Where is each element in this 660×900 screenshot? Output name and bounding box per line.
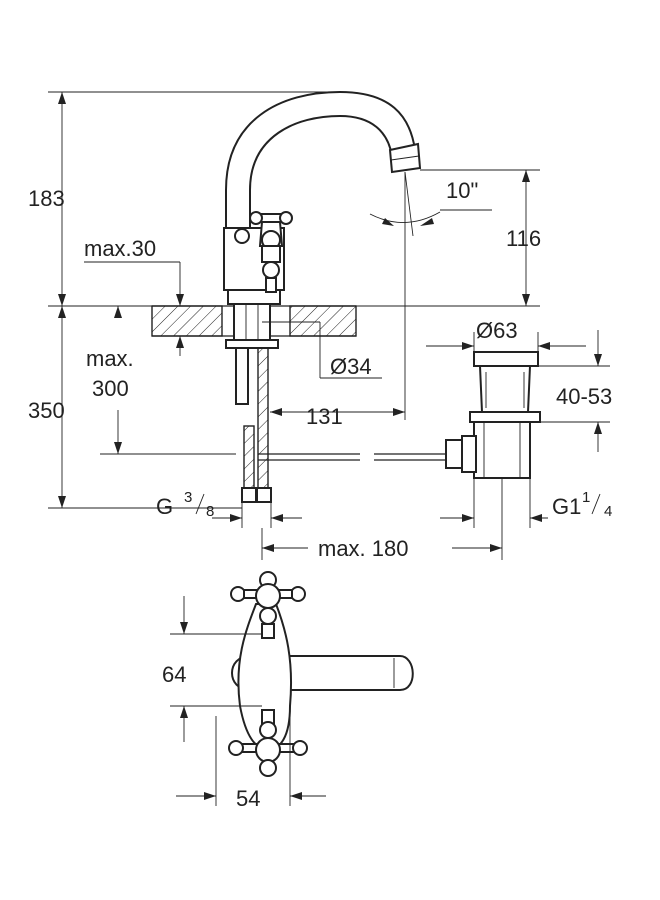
waste-ring bbox=[469, 411, 541, 423]
dim-total-height: 183 bbox=[28, 186, 65, 211]
dim-spout-angle: 10" bbox=[446, 178, 478, 203]
waste-thread-den: 4 bbox=[604, 503, 612, 520]
dim-waste-range: 40-53 bbox=[556, 384, 612, 409]
dim-body-width: 54 bbox=[236, 786, 260, 811]
dim-max-deck: max.30 bbox=[84, 236, 156, 261]
dim-max-waste-offset: max. 180 bbox=[318, 536, 409, 561]
faucet-side-view bbox=[151, 90, 446, 503]
waste-flange bbox=[473, 351, 539, 367]
dim-spout-height: 116 bbox=[506, 226, 541, 251]
dim-handle-spacing: 64 bbox=[162, 662, 186, 687]
waste-body bbox=[478, 365, 532, 413]
inlet-thread-prefix: G bbox=[156, 494, 173, 519]
top-view-dimensions bbox=[170, 596, 326, 806]
waste-thread-prefix: G1 bbox=[552, 494, 581, 519]
faucet-top-view bbox=[228, 571, 414, 777]
dim-inlet-thread: G 3 8 bbox=[156, 489, 214, 520]
lower-handle-top bbox=[228, 709, 308, 777]
dim-below-max-line2: 300 bbox=[92, 376, 129, 401]
inlet-thread-den: 8 bbox=[206, 503, 214, 520]
waste-tail bbox=[473, 421, 531, 479]
spout-gooseneck bbox=[225, 90, 417, 229]
fixing-nut bbox=[225, 339, 279, 349]
inlet-thread-num: 3 bbox=[184, 489, 192, 506]
dim-below-max-line1: max. bbox=[86, 346, 134, 371]
dim-below-total: 350 bbox=[28, 398, 65, 423]
waste-assembly bbox=[445, 351, 541, 479]
dim-reach: 131 bbox=[306, 404, 343, 429]
upper-handle-top bbox=[230, 571, 306, 639]
waste-thread-num: 1 bbox=[582, 489, 590, 506]
deck-section bbox=[151, 305, 357, 337]
dim-waste-thread: G1 1 4 bbox=[552, 489, 612, 520]
supply-hoses bbox=[235, 347, 272, 503]
dim-waste-diameter: Ø63 bbox=[476, 318, 518, 343]
dimension-lines bbox=[48, 91, 610, 560]
body-nut bbox=[234, 228, 250, 244]
dim-hole-diameter: Ø34 bbox=[330, 354, 372, 379]
cross-handle-side bbox=[249, 211, 293, 293]
